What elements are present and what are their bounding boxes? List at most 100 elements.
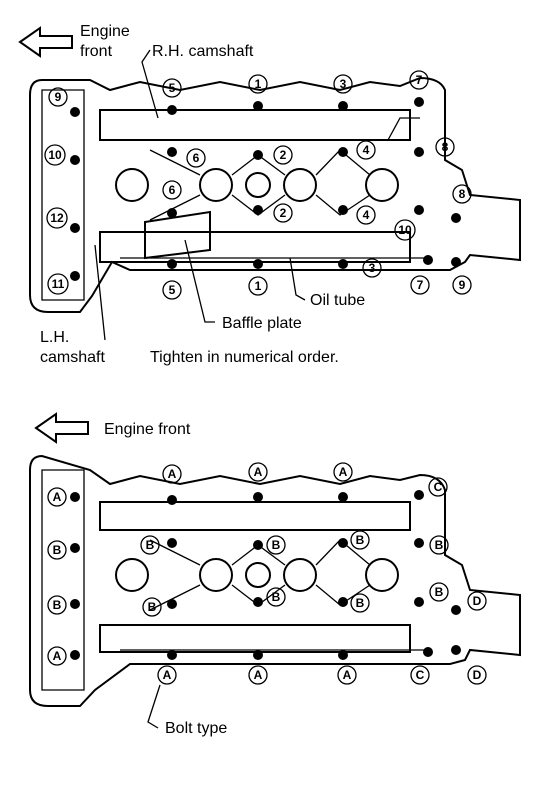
svg-text:3: 3 [340,77,347,91]
svg-text:A: A [254,668,263,682]
svg-text:5: 5 [169,283,176,297]
svg-text:2: 2 [280,148,287,162]
top-callout-2-lower: 2 [273,203,293,223]
svg-text:C: C [434,480,443,494]
top-callout-1-upper: 1 [248,74,268,94]
bottom-callout-c-2: C [410,665,430,685]
baffle-plate [144,210,211,260]
top-callout-4-upper: 4 [356,140,376,160]
bottom-callout-b-1: B [47,540,67,560]
svg-text:11: 11 [52,277,65,291]
svg-text:B: B [356,596,365,610]
svg-text:A: A [254,465,263,479]
svg-text:4: 4 [363,208,370,222]
svg-text:A: A [339,465,348,479]
rh-camshaft-leader [141,49,159,119]
bottom-callout-a-4: A [47,487,67,507]
svg-text:B: B [53,598,62,612]
svg-text:4: 4 [363,143,370,157]
svg-text:A: A [53,490,62,504]
cylinder-head-outline-2 [29,454,521,707]
top-callout-9-upper: 9 [48,87,68,107]
bottom-callout-a-7: A [248,665,268,685]
lh-camshaft [99,231,411,263]
engine-front-label-2: Engine front [104,421,191,438]
rh-camshaft-2 [99,501,411,531]
cylinder-head-outline [29,76,521,313]
top-bolt-heads [70,97,461,281]
bottom-callout-b-3: B [266,535,286,555]
engine-front-arrow-icon [18,26,73,58]
top-callout-6-upper: 6 [186,148,206,168]
top-callout-4-lower: 4 [356,205,376,225]
top-callout-8-upper: 8 [435,137,455,157]
top-figure: Engine front R.H. camshaft [18,23,521,366]
bottom-callout-a-8: A [337,665,357,685]
top-callout-12: 12 [46,207,68,229]
engine-front-label-line2: front [80,43,113,60]
lh-camshaft-label-line1: L.H. [40,329,69,346]
svg-text:1: 1 [255,77,262,91]
journal-4 [283,168,317,202]
svg-text:B: B [146,538,155,552]
oil-tube-leader [289,257,306,301]
engine-front-arrow-icon-2 [34,412,89,444]
svg-text:B: B [53,543,62,557]
journal-b5 [365,558,399,592]
oil-tube-upper [387,117,420,141]
top-callout-3-upper: 3 [333,74,353,94]
bottom-callout-a-2: A [248,462,268,482]
bottom-callout-b-5: B [429,535,449,555]
journal-3 [245,172,271,198]
bottom-callout-d-2: D [467,665,487,685]
tighten-instruction: Tighten in numerical order. [150,349,339,366]
bottom-callout-b-10: B [429,582,449,602]
svg-text:9: 9 [55,90,62,104]
baffle-plate-label: Baffle plate [222,315,302,332]
bottom-bolt-heads [70,490,461,660]
svg-text:C: C [416,668,425,682]
top-callout-10-lower: 10 [394,219,416,241]
svg-text:B: B [435,585,444,599]
svg-text:8: 8 [442,140,449,154]
svg-text:B: B [148,600,157,614]
lh-bracket-outline-2 [41,469,85,691]
svg-text:D: D [473,594,482,608]
rh-camshaft [99,109,411,141]
svg-text:1: 1 [255,279,262,293]
oil-tube-label: Oil tube [310,292,365,309]
svg-text:3: 3 [369,261,376,275]
svg-text:B: B [435,538,444,552]
bottom-callout-b-2: B [140,535,160,555]
bolt-type-leader [147,684,161,729]
svg-text:B: B [272,538,281,552]
bottom-callout-a-3: A [333,462,353,482]
journal-b3 [245,562,271,588]
lh-camshaft-label-line2: camshaft [40,349,105,366]
journal-5 [365,168,399,202]
top-callout-3-lower: 3 [362,258,382,278]
journal-b4 [283,558,317,592]
top-callout-6-lower: 6 [162,180,182,200]
bottom-figure: Engine front A A A C A B B B B B B B [29,412,521,737]
rh-camshaft-label: R.H. camshaft [152,43,254,60]
svg-text:A: A [163,668,172,682]
top-callout-11: 11 [47,273,69,295]
journal-2 [199,168,233,202]
svg-text:5: 5 [169,81,176,95]
svg-text:6: 6 [193,151,200,165]
svg-text:10: 10 [48,148,62,162]
bottom-callout-d-1: D [467,591,487,611]
journal-1 [115,168,149,202]
svg-text:A: A [53,649,62,663]
svg-text:7: 7 [417,278,424,292]
journal-b2 [199,558,233,592]
engine-front-label-line1: Engine [80,23,130,40]
bottom-callout-b-8: B [266,587,286,607]
top-callout-7-lower: 7 [410,275,430,295]
lh-camshaft-leader [94,244,106,341]
bottom-callout-a-6: A [157,665,177,685]
svg-text:8: 8 [459,187,466,201]
svg-text:A: A [343,668,352,682]
